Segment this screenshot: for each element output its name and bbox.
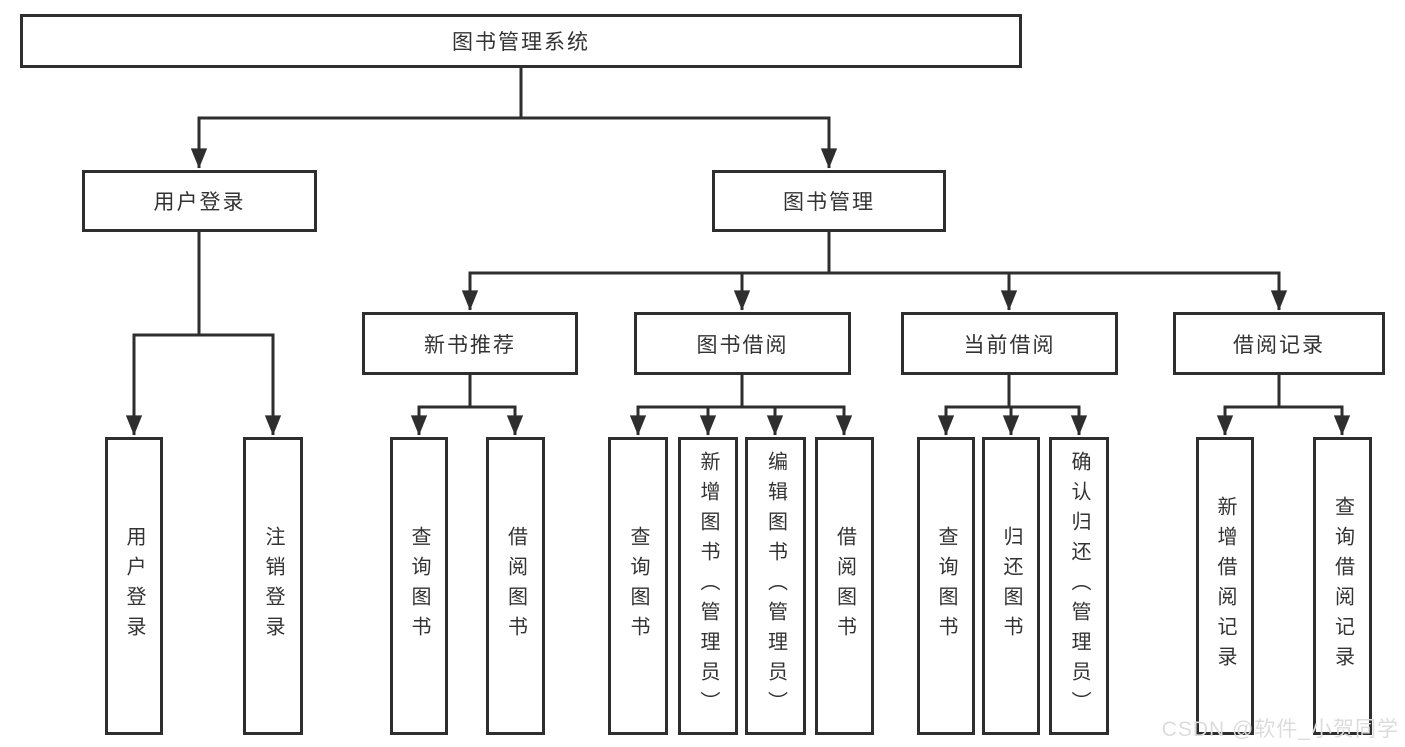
leaf-query-borrowing-record-label: 查询借阅记录: [1331, 496, 1354, 676]
leaf-logout-label: 注销登录: [262, 526, 284, 646]
leaf-return-books: 归还图书: [982, 437, 1040, 735]
leaf-return-books-label: 归还图书: [1000, 526, 1022, 646]
leaf-borrow-books-borrowing: 借阅图书: [815, 437, 874, 735]
leaf-borrow-books-recommend-label: 借阅图书: [504, 526, 527, 646]
leaf-add-borrowing-record-label: 新增借阅记录: [1214, 496, 1236, 676]
leaf-query-books-current-label: 查询图书: [935, 526, 957, 646]
leaf-logout: 注销登录: [243, 437, 303, 735]
node-borrowing-records: 借阅记录: [1173, 312, 1385, 375]
leaf-user-login: 用户登录: [105, 437, 163, 735]
leaf-user-login-label: 用户登录: [123, 526, 145, 646]
node-new-book-recommendation: 新书推荐: [362, 312, 578, 375]
node-book-management: 图书管理: [712, 170, 946, 232]
node-new-book-recommendation-label: 新书推荐: [424, 333, 516, 357]
leaf-confirm-return-admin: 确认归还（管理员）: [1049, 437, 1109, 735]
leaf-query-books-recommend-label: 查询图书: [408, 526, 430, 646]
node-book-management-label: 图书管理: [783, 191, 875, 214]
leaf-query-books-borrowing-label: 查询图书: [627, 526, 649, 646]
leaf-query-books-borrowing: 查询图书: [608, 437, 668, 735]
leaf-query-books-recommend: 查询图书: [390, 437, 448, 735]
node-book-borrowing: 图书借阅: [634, 312, 851, 375]
leaf-borrow-books-recommend: 借阅图书: [486, 437, 545, 735]
node-borrowing-records-label: 借阅记录: [1233, 333, 1325, 357]
leaf-add-book-admin-label: 新增图书（管理员）: [697, 451, 719, 721]
node-current-borrowing-label: 当前借阅: [963, 333, 1056, 357]
node-user-login: 用户登录: [82, 170, 317, 232]
leaf-query-borrowing-record: 查询借阅记录: [1313, 437, 1372, 735]
leaf-confirm-return-admin-label: 确认归还（管理员）: [1068, 451, 1090, 721]
node-book-borrowing-label: 图书借阅: [696, 333, 789, 357]
node-library-system-label: 图书管理系统: [452, 31, 590, 54]
node-current-borrowing: 当前借阅: [901, 312, 1118, 375]
watermark: CSDN @软件_小贺同学: [1161, 718, 1399, 741]
leaf-add-book-admin: 新增图书（管理员）: [678, 437, 738, 735]
leaf-edit-book-admin: 编辑图书（管理员）: [745, 437, 806, 735]
leaf-query-books-current: 查询图书: [917, 437, 975, 735]
leaf-add-borrowing-record: 新增借阅记录: [1196, 437, 1254, 735]
leaf-edit-book-admin-label: 编辑图书（管理员）: [764, 451, 787, 721]
node-user-login-label: 用户登录: [153, 191, 246, 214]
leaf-borrow-books-borrowing-label: 借阅图书: [833, 526, 856, 646]
node-library-system: 图书管理系统: [20, 14, 1022, 68]
